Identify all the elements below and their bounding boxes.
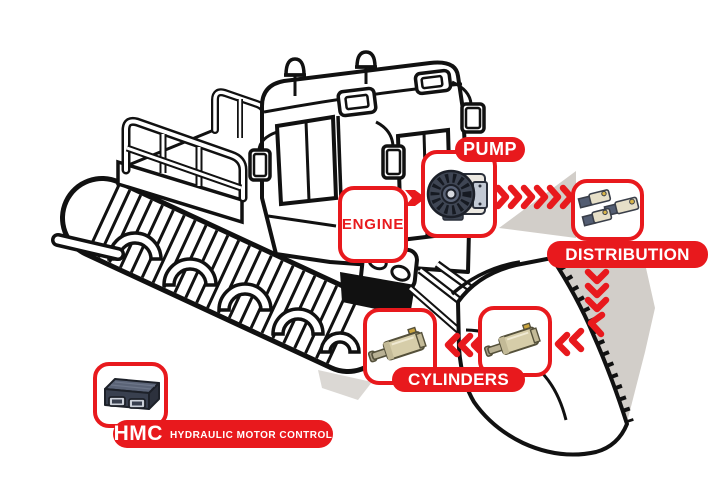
distribution-box <box>571 179 644 241</box>
beacon-light <box>284 57 306 96</box>
pump-label-text: PUMP <box>462 139 517 159</box>
roof-vent <box>413 68 453 96</box>
mirror <box>248 130 278 182</box>
hmc-abbr-text: HMC <box>113 422 163 445</box>
engine-label: ENGINE <box>341 216 405 233</box>
hydraulic-cylinder-icon <box>484 321 541 357</box>
control-unit-icon <box>103 378 160 410</box>
cylinder-right-box <box>478 306 552 377</box>
mirror <box>375 120 406 180</box>
track-assembly <box>60 176 390 374</box>
beacon-light <box>355 50 377 84</box>
valve-block-icon <box>577 189 639 227</box>
bed-railing <box>121 88 270 203</box>
cargo-bed <box>116 88 270 225</box>
hmc-label: HMC HYDRAULIC MOTOR CONTROL <box>113 420 333 448</box>
cylinders-label-text: CYLINDERS <box>408 369 509 389</box>
flow-arrows-distribution-to-cylinders <box>554 268 610 357</box>
flow-arrow-engine-to-pump <box>405 190 426 206</box>
road-wheels <box>107 231 361 354</box>
pump-label: PUMP <box>455 137 525 162</box>
distribution-label: DISTRIBUTION <box>547 241 708 268</box>
hydraulic-cylinder-icon <box>368 326 427 362</box>
cylinders-label: CYLINDERS <box>392 367 525 392</box>
gear-pump-icon <box>426 169 488 221</box>
mirror <box>451 80 486 134</box>
flow-arrows-pump-to-distribution <box>494 184 575 210</box>
front-push-bar <box>51 233 125 261</box>
roof-vent <box>336 86 378 118</box>
hmc-box <box>93 362 168 428</box>
engine-box: ENGINE <box>338 186 408 263</box>
hmc-full-text: HYDRAULIC MOTOR CONTROL <box>169 430 333 441</box>
pump-box <box>421 150 497 238</box>
distribution-label-text: DISTRIBUTION <box>565 244 690 264</box>
